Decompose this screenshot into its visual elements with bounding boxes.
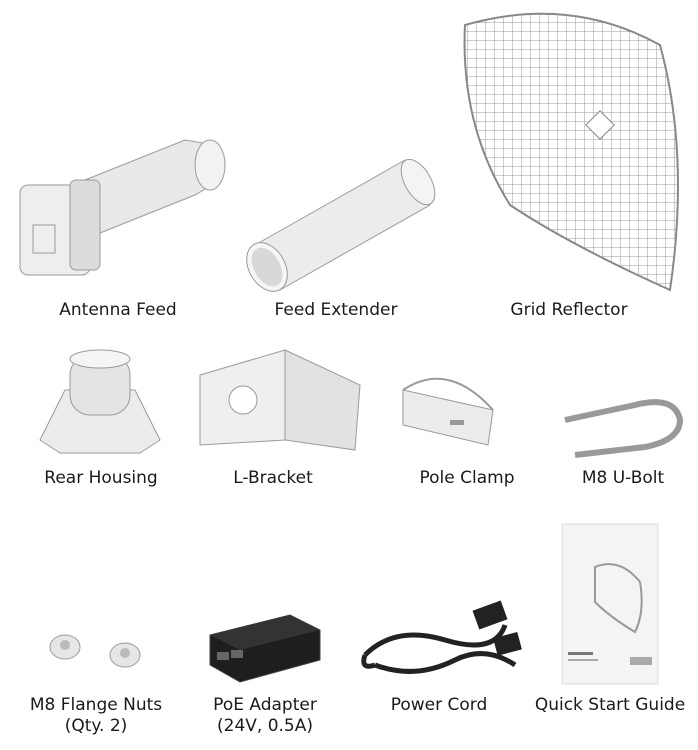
- m8-flange-nuts-label: M8 Flange Nuts (Qty. 2): [30, 695, 162, 737]
- poe-adapter-image: [209, 614, 321, 683]
- poe-adapter-title: PoE Adapter: [213, 695, 317, 715]
- pole-clamp-label: Pole Clamp: [419, 468, 515, 488]
- quick-start-guide-image: [561, 523, 659, 685]
- m8-u-bolt-label: M8 U-Bolt: [581, 468, 665, 488]
- antenna-feed-label: Antenna Feed: [59, 300, 177, 320]
- power-cord-label: Power Cord: [390, 695, 488, 715]
- feed-extender-image: [246, 158, 436, 292]
- antenna-feed-image: [19, 139, 226, 276]
- rear-housing-label: Rear Housing: [44, 468, 158, 488]
- pole-clamp-image: [402, 377, 494, 446]
- m8-flange-nuts-title: M8 Flange Nuts: [29, 695, 163, 715]
- rear-housing-image: [39, 349, 161, 454]
- power-cord-image: [361, 600, 522, 674]
- poe-adapter-rating: (24V, 0.5A): [216, 716, 313, 736]
- l-bracket-label: L-Bracket: [233, 468, 313, 488]
- m8-flange-nuts-qty: (Qty. 2): [64, 716, 128, 736]
- grid-reflector-image: [463, 12, 679, 292]
- grid-reflector-label: Grid Reflector: [510, 300, 628, 320]
- m8-u-bolt-image: [564, 399, 684, 458]
- m8-flange-nuts-image: [49, 634, 141, 668]
- feed-extender-label: Feed Extender: [274, 300, 398, 320]
- quick-start-guide-label: Quick Start Guide: [534, 695, 686, 715]
- l-bracket-image: [199, 349, 361, 451]
- poe-adapter-label: PoE Adapter (24V, 0.5A): [213, 695, 317, 737]
